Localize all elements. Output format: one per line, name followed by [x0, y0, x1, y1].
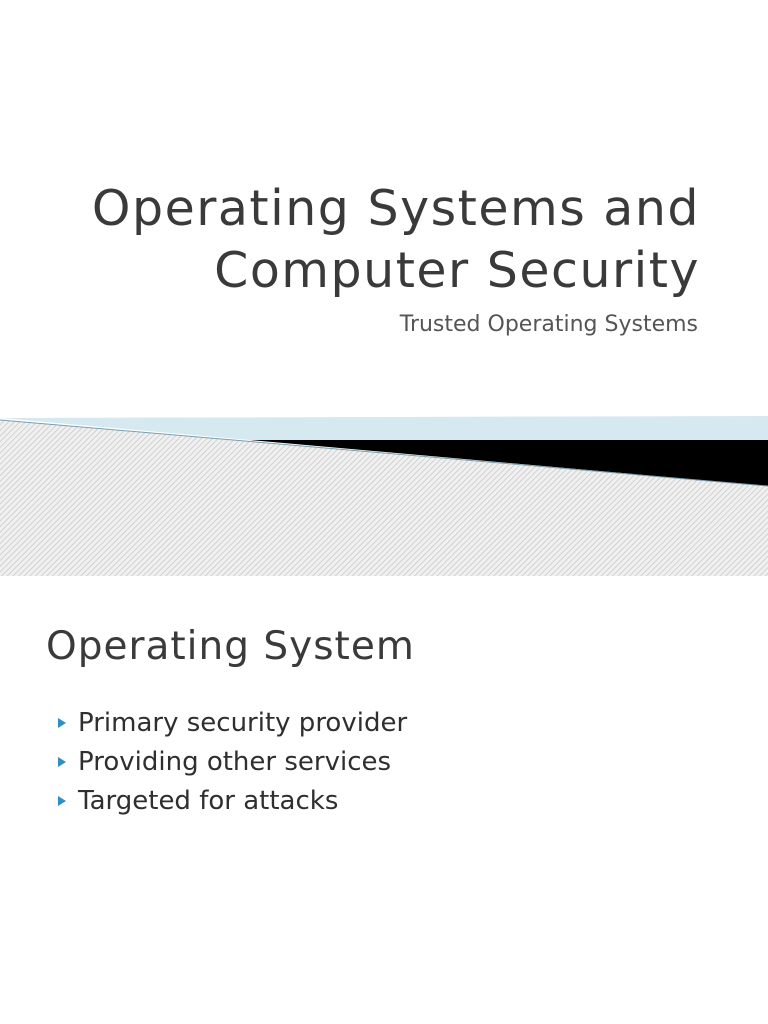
bullet-text: Primary security provider [78, 708, 408, 738]
title-line-2: Computer Security [214, 242, 700, 299]
title-slide: Operating Systems and Computer Security … [0, 178, 768, 576]
bullet-list: Primary security provider Providing othe… [52, 704, 407, 821]
light-blue-stripe [0, 416, 768, 440]
decorative-band [0, 416, 768, 576]
hatched-area [0, 420, 768, 576]
bullet-text: Providing other services [78, 747, 392, 777]
triangle-right-icon [58, 796, 66, 806]
triangle-right-icon [58, 757, 66, 767]
list-item: Providing other services [52, 743, 407, 782]
slide-title: Operating Systems and Computer Security [92, 178, 700, 302]
content-heading: Operating System [46, 624, 415, 669]
triangle-right-icon [58, 718, 66, 728]
title-line-1: Operating Systems and [91, 180, 700, 237]
list-item: Targeted for attacks [52, 782, 407, 821]
slide-subtitle: Trusted Operating Systems [399, 312, 698, 337]
list-item: Primary security provider [52, 704, 407, 743]
content-slide [0, 576, 768, 1024]
bullet-text: Targeted for attacks [78, 786, 339, 816]
band-edge-line [0, 419, 768, 487]
